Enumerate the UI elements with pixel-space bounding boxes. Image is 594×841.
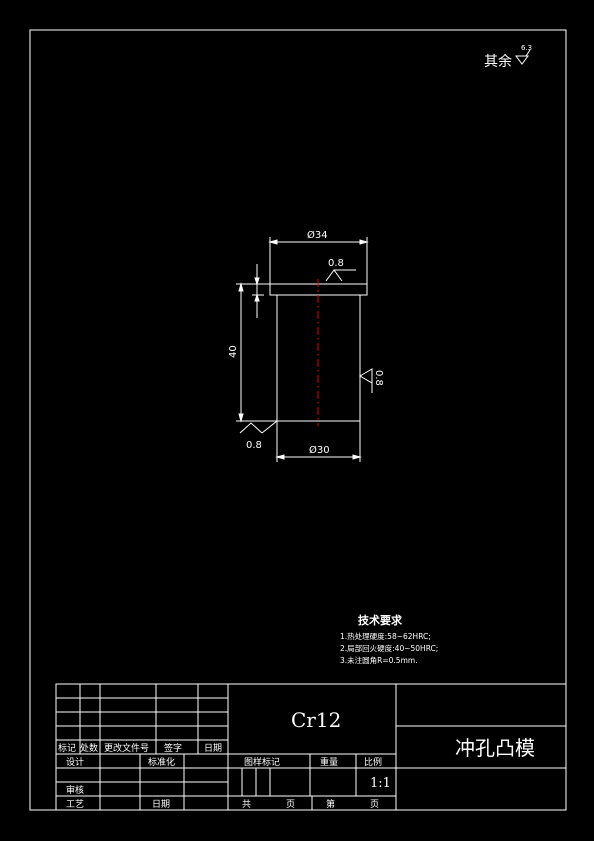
process-label: 工艺: [66, 799, 84, 810]
part-drawing: [236, 237, 373, 462]
col-date: 日期: [204, 743, 222, 754]
tech-item-3: 3.未注圆角R=0.5mm.: [340, 655, 418, 665]
title-block: [55, 683, 567, 811]
col-signature: 签字: [164, 742, 182, 754]
tech-item-1: 1.热处理硬度:58~62HRC;: [340, 631, 431, 641]
dim-body-diameter: Ø30: [309, 444, 330, 456]
scale-value: 1:1: [370, 776, 391, 791]
sheet-label: 第: [326, 798, 335, 810]
design-label: 设计: [66, 756, 84, 768]
total-label: 共: [242, 799, 251, 810]
weight-label: 重量: [320, 756, 338, 768]
roughness-note-label: 其余: [484, 53, 512, 70]
scale-label: 比例: [364, 756, 382, 768]
col-change-doc: 更改文件号: [104, 742, 149, 754]
col-mark: 标记: [58, 742, 76, 754]
technical-requirements: 技术要求 1.热处理硬度:58~62HRC; 2.局部回火硬度:40~50HRC…: [340, 613, 438, 665]
drawing-border: [29, 29, 567, 811]
roughness-note-value: 6.3: [521, 44, 532, 52]
col-count: 处数: [80, 742, 98, 754]
standardize-label: 标准化: [148, 756, 175, 768]
roughness-side-value: 0.8: [373, 370, 384, 386]
page-label-2: 页: [370, 799, 379, 810]
roughness-bottom-value: 0.8: [246, 440, 262, 451]
tech-title: 技术要求: [358, 613, 403, 627]
date-label: 日期: [152, 799, 170, 810]
stage-mark-label: 图样标记: [244, 756, 280, 768]
general-roughness-note: 其余 6.3: [484, 44, 532, 70]
roughness-symbol-icon: [515, 55, 529, 65]
page-label-1: 页: [286, 799, 295, 810]
material-name: Cr12: [291, 708, 341, 732]
part-name: 冲孔凸模: [455, 736, 535, 760]
roughness-top-value: 0.8: [328, 258, 344, 269]
review-label: 审核: [66, 784, 84, 796]
dim-length: 40: [228, 345, 239, 358]
tech-item-2: 2.局部回火硬度:40~50HRC;: [340, 643, 438, 653]
dim-head-diameter: Ø34: [307, 229, 328, 241]
